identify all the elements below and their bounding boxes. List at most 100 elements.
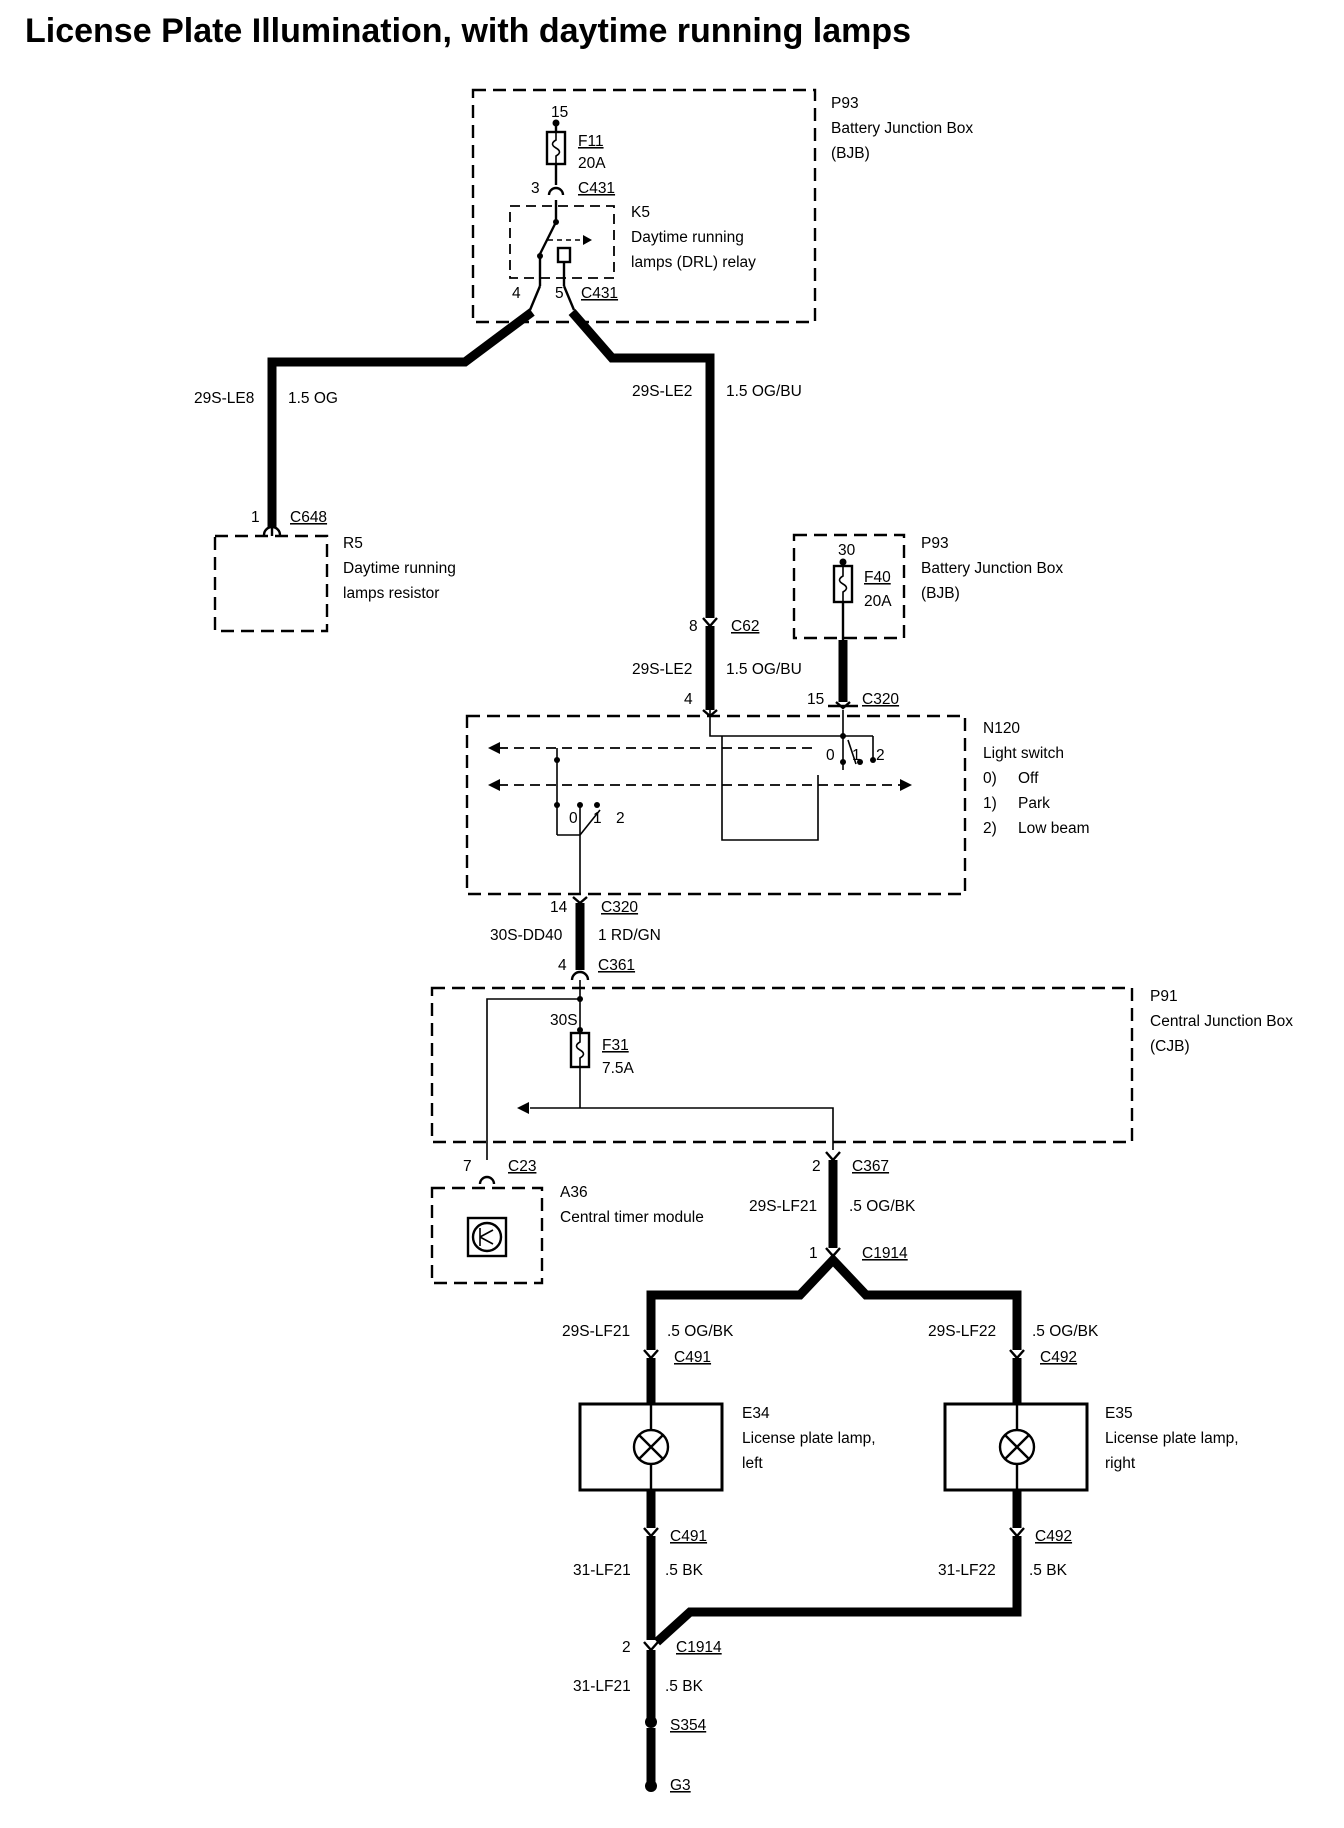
switch-arrow-right-icon [900, 779, 912, 791]
c431-pin3: 3 [531, 180, 540, 197]
switch-in-pin-right: 15 [807, 691, 824, 708]
wire-dd40-spec: 1 RD/GN [598, 927, 661, 944]
c492-out-label: C492 [1035, 1528, 1072, 1545]
timer-name: Central timer module [560, 1209, 704, 1226]
c62-pin: 8 [689, 618, 698, 635]
fuse-symbol-icon [575, 1033, 585, 1067]
cjb-id: P91 [1150, 988, 1178, 1005]
lamp-left-id: E34 [742, 1405, 770, 1422]
c367-pin: 2 [812, 1158, 821, 1175]
ground-g3: G3 [645, 1777, 691, 1794]
lamp-left-spec: .5 OG/BK [667, 1323, 734, 1340]
splice-label: S354 [670, 1717, 707, 1734]
c648-label: C648 [290, 509, 327, 526]
bjb-right-box: P93 Battery Junction Box (BJB) 30 F40 20… [792, 533, 1063, 640]
ground-wire-spec: .5 BK [665, 1678, 704, 1695]
sw2-pos0: 0 [569, 810, 578, 827]
light-switch-n120: 4 15 C320 N120 Light switch 0) Off 1) Pa… [465, 691, 1090, 896]
splice-s354: S354 [645, 1716, 707, 1734]
wire-lf21-main-circuit: 29S-LF21 [749, 1198, 817, 1215]
cjb-name: Central Junction Box [1150, 1013, 1293, 1030]
relay-arrow-icon [583, 235, 592, 245]
transistor-icon [471, 1221, 503, 1253]
connector-symbol-icon [643, 1527, 659, 1538]
bjb-top-name: Battery Junction Box [831, 120, 973, 137]
sw2-pos1: 1 [593, 810, 602, 827]
wire-le8-spec: 1.5 OG [288, 390, 338, 407]
bjb-right-abbr: (BJB) [921, 585, 960, 602]
relay-id: K5 [631, 204, 650, 221]
lamp-right-ground-circuit: 31-LF22 [938, 1562, 996, 1579]
wire-31-lf22 [653, 1536, 1022, 1646]
lamp-e34: 29S-LF21 .5 OG/BK C491 E34 License plate… [562, 1323, 876, 1579]
sw1-pos1: 1 [852, 747, 861, 764]
bjb-top-pin: 15 [551, 104, 568, 121]
connector-symbol-icon [478, 1175, 496, 1185]
c361-pin: 4 [558, 957, 567, 974]
c492-in-label: C492 [1040, 1349, 1077, 1366]
wire-lf21-main-spec: .5 OG/BK [849, 1198, 916, 1215]
c1914-bottom-label: C1914 [676, 1639, 722, 1656]
c648-pin: 1 [251, 509, 260, 526]
resistor-id: R5 [343, 535, 363, 552]
switch-name: Light switch [983, 745, 1064, 762]
lamp-e35: 29S-LF22 .5 OG/BK C492 E35 License plate… [928, 1323, 1239, 1579]
lamp-left-line2: left [742, 1455, 763, 1472]
lamp-right-line1: License plate lamp, [1105, 1430, 1239, 1447]
c361-label: C361 [598, 957, 635, 974]
c1914-bottom-pin: 2 [622, 1639, 631, 1656]
sw1-pos2: 2 [876, 747, 885, 764]
fuse-f31-rating: 7.5A [602, 1060, 635, 1077]
central-timer-module: 7 C23 A36 Central timer module [430, 1158, 704, 1285]
lamp-left-circuit: 29S-LF21 [562, 1323, 630, 1340]
switch-pos2-label: Low beam [1018, 820, 1090, 837]
wire-le8-circuit: 29S-LE8 [194, 390, 254, 407]
arrow-left-icon [517, 1102, 529, 1114]
switch-arrow-left-icon [488, 779, 500, 791]
fuse-f31-id: F31 [602, 1037, 629, 1054]
fuse-f11-id: F11 [578, 133, 604, 150]
cjb-abbr: (CJB) [1150, 1038, 1190, 1055]
wire-le2-upper-circuit: 29S-LE2 [632, 383, 692, 400]
connector-symbol-icon [643, 1641, 659, 1652]
ground-wire-circuit: 31-LF21 [573, 1678, 631, 1695]
relay-out-pin-right: 5 [555, 285, 564, 302]
relay-line1: Daytime running [631, 229, 744, 246]
lamp-right-id: E35 [1105, 1405, 1133, 1422]
wire-le2-lower-circuit: 29S-LE2 [632, 661, 692, 678]
c23-pin: 7 [463, 1158, 472, 1175]
bjb-top-box: P93 Battery Junction Box (BJB) [471, 88, 973, 324]
timer-id: A36 [560, 1184, 588, 1201]
bjb-right-id: P93 [921, 535, 949, 552]
c320-out-pin: 14 [550, 899, 568, 916]
relay-k5: K5 Daytime running lamps (DRL) relay 4 5… [509, 200, 756, 311]
lamp-right-line2: right [1105, 1455, 1136, 1472]
c431-label-bottom: C431 [581, 285, 618, 302]
lamp-right-circuit: 29S-LF22 [928, 1323, 996, 1340]
ground-icon [645, 1780, 657, 1792]
c1914-top-pin: 1 [809, 1245, 818, 1262]
cjb-bus: 30S [550, 1012, 578, 1029]
connector-symbol-icon [572, 896, 588, 905]
connector-c320-out: 14 C320 [550, 896, 638, 916]
fuse-f11-rating: 20A [578, 155, 606, 172]
lamp-right-spec: .5 OG/BK [1032, 1323, 1099, 1340]
connector-c1914-bottom: 2 C1914 [622, 1639, 722, 1656]
wire-split-to-lamps [646, 1253, 1022, 1350]
lamp-left-ground-circuit: 31-LF21 [573, 1562, 631, 1579]
switch-pos0-label: Off [1018, 770, 1039, 787]
splice-icon [645, 1716, 657, 1728]
switch-arrow-left-icon [488, 742, 500, 754]
connector-symbol-icon [262, 525, 282, 536]
resistor-r5: 1 C648 R5 Daytime running lamps resistor [213, 509, 456, 633]
connector-symbol-icon [702, 617, 718, 628]
lamp-left-ground-spec: .5 BK [665, 1562, 704, 1579]
connector-c62: 8 C62 [689, 617, 759, 635]
switch-pos1-num: 1) [983, 795, 997, 812]
wire-29s-le8 [267, 308, 535, 528]
bjb-right-name: Battery Junction Box [921, 560, 1063, 577]
lamp-right-ground-spec: .5 BK [1029, 1562, 1068, 1579]
connector-c1914-top: 1 C1914 [809, 1245, 908, 1262]
connector-c361: 4 C361 [558, 957, 635, 981]
sw2-pos2: 2 [616, 810, 625, 827]
